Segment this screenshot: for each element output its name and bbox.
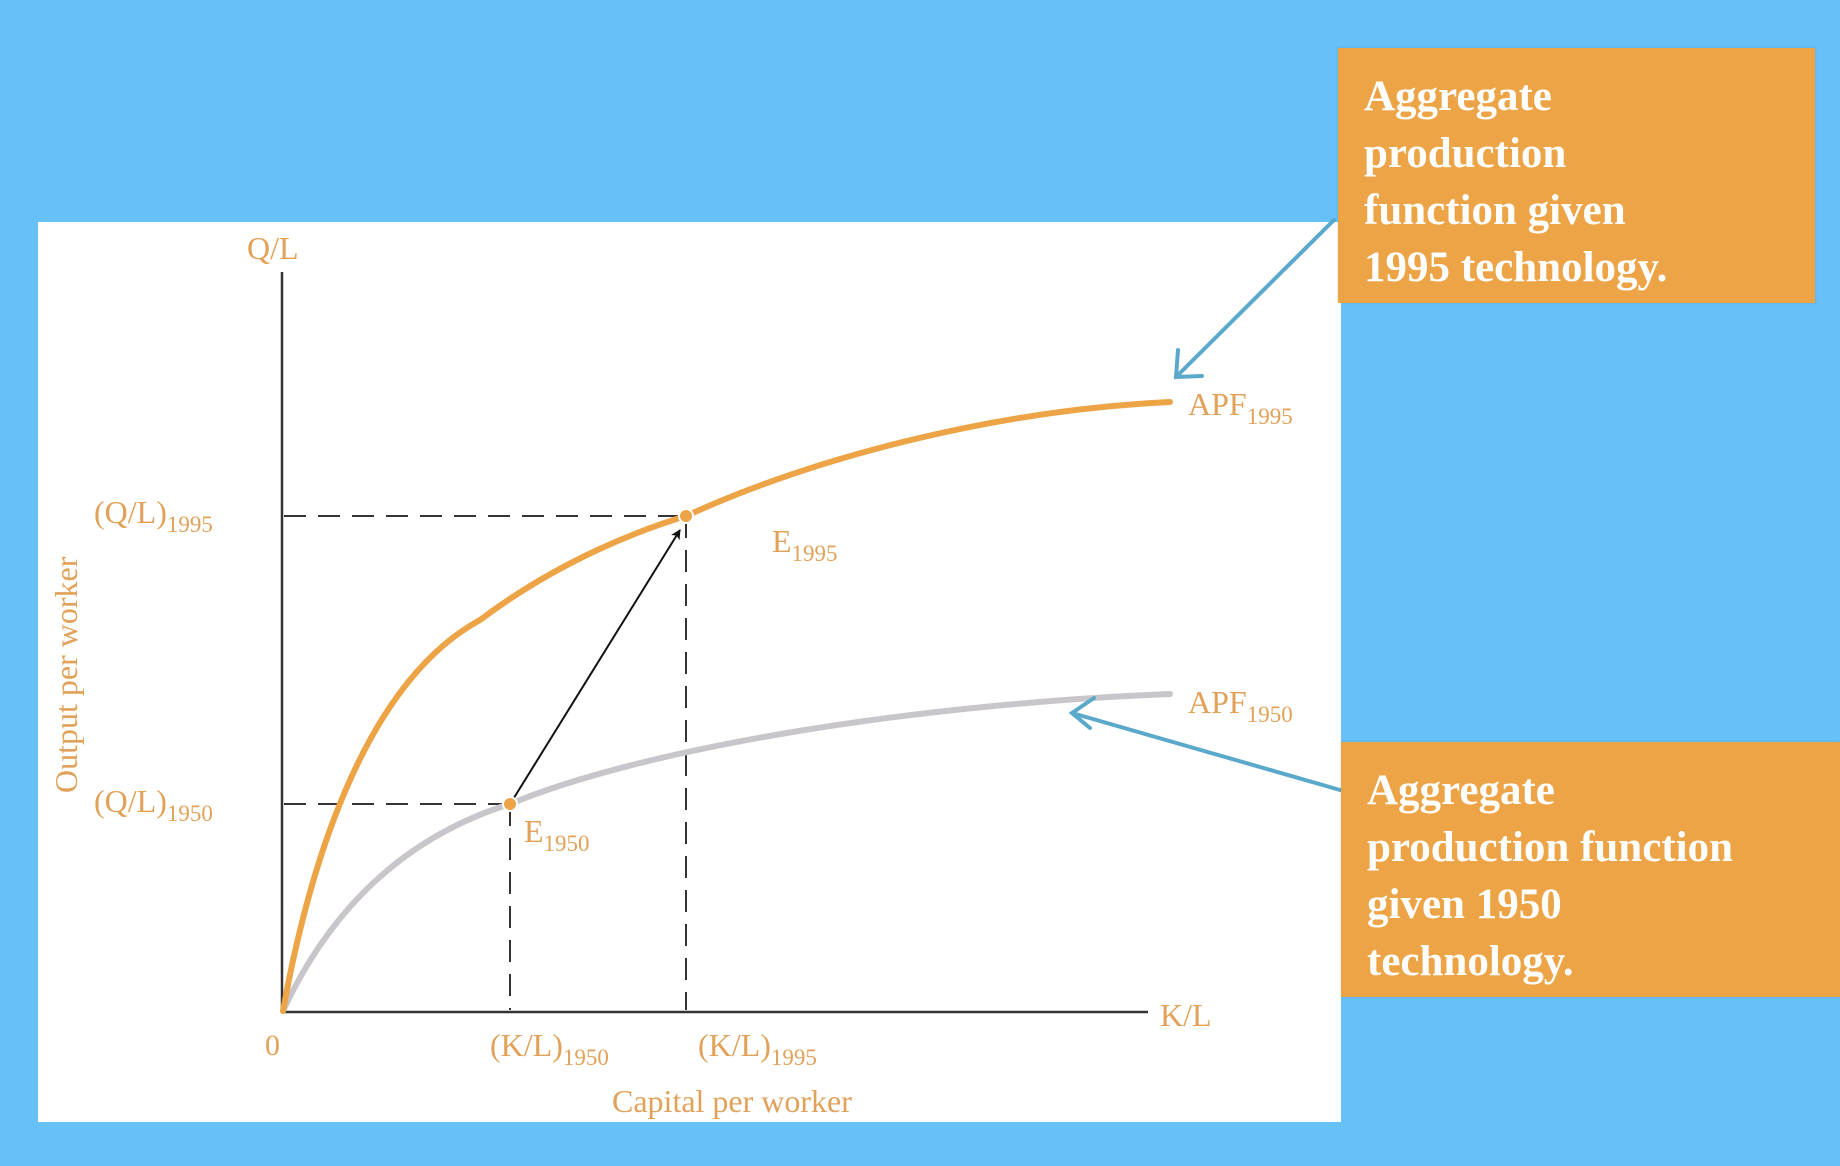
callout-line: production function <box>1367 824 1733 871</box>
point-e-1995-label: E1995 <box>772 523 838 566</box>
callout-pointer-1995 <box>1173 218 1336 380</box>
x-axis-description: Capital per worker <box>612 1083 852 1119</box>
callout-line: production <box>1364 130 1567 177</box>
callout-line: 1995 technology. <box>1364 244 1668 291</box>
diagram-panel <box>38 222 1341 1122</box>
y-axis-description: Output per worker <box>48 556 84 793</box>
callout-line: given 1950 <box>1367 881 1562 928</box>
callout-pointer-1950 <box>1068 696 1342 792</box>
point-e-1950 <box>502 796 518 812</box>
callout-line: function given <box>1364 187 1626 234</box>
apf-1950-label: APF1950 <box>1188 684 1293 727</box>
x-tick-1995: (K/L)1995 <box>698 1027 817 1070</box>
callout-apf-1995: Aggregate production function given 1995… <box>1338 48 1815 303</box>
dashed-guides <box>284 515 687 1010</box>
callout-line: Aggregate <box>1367 767 1555 814</box>
y-axis-title: Q/L <box>247 230 299 266</box>
x-tick-1950: (K/L)1950 <box>490 1027 609 1070</box>
apf-1995-label: APF1995 <box>1188 386 1293 429</box>
apf-1950-curve <box>280 691 1173 1014</box>
callout-line: Aggregate <box>1364 73 1552 120</box>
point-e-1995 <box>678 508 694 524</box>
point-e-1950-label: E1950 <box>524 813 590 856</box>
callout-apf-1950: Aggregate production function given 1950… <box>1341 742 1840 997</box>
growth-arrow <box>511 529 681 802</box>
y-tick-1950: (Q/L)1950 <box>94 783 213 826</box>
apf-1995-curve <box>280 399 1173 1014</box>
callout-line: technology. <box>1367 938 1574 985</box>
y-tick-1995: (Q/L)1995 <box>94 494 213 537</box>
origin-label: 0 <box>265 1029 280 1062</box>
x-axis-title: K/L <box>1160 997 1212 1033</box>
